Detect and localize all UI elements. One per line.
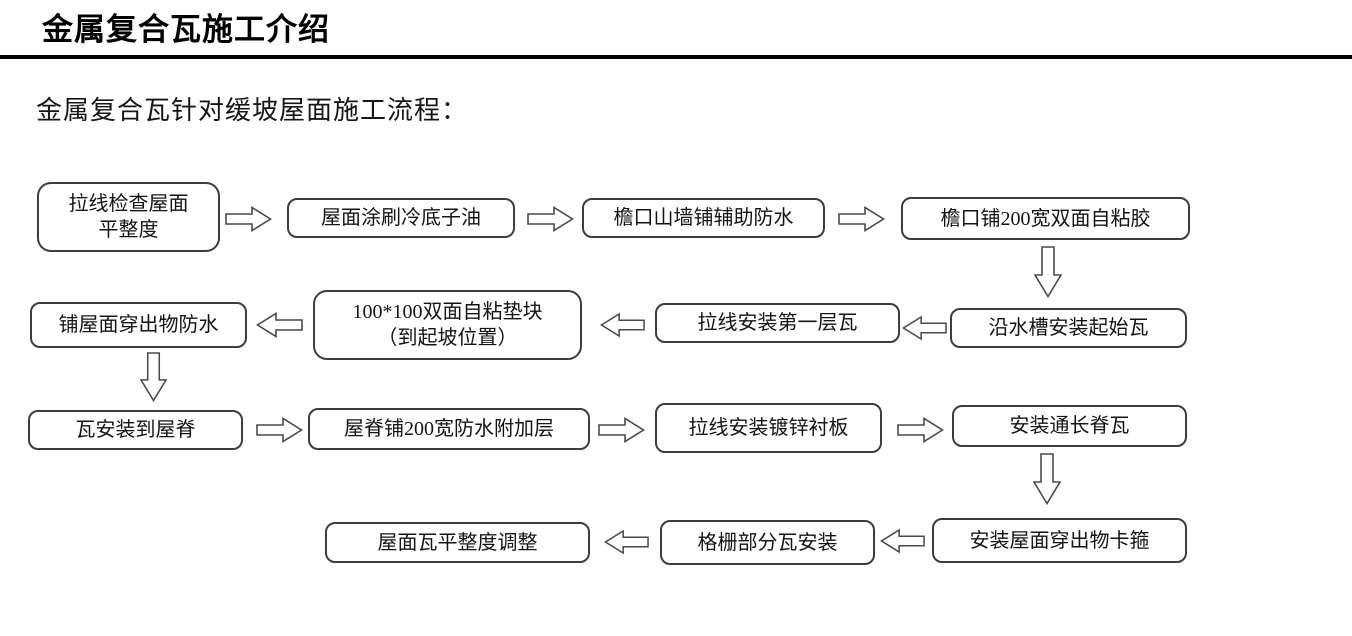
flow-subtitle: 金属复合瓦针对缓坡屋面施工流程：: [36, 96, 469, 125]
arrow-right-icon: [897, 417, 944, 443]
flow-step-grille-tile: 格栅部分瓦安装: [660, 520, 875, 565]
arrow-right-icon: [838, 206, 885, 232]
arrow-left-icon: [902, 315, 947, 341]
arrow-right-icon: [256, 417, 303, 443]
arrow-down-icon: [1033, 453, 1061, 505]
flow-step-tile-to-ridge: 瓦安装到屋脊: [28, 410, 243, 450]
flow-step-ridge-waterproof-layer: 屋脊铺200宽防水附加层: [308, 408, 590, 450]
arrow-left-icon: [256, 312, 303, 338]
flow-step-galvanized-liner: 拉线安装镀锌衬板: [655, 403, 882, 453]
arrow-down-icon: [140, 352, 167, 402]
flow-step-starter-tile: 沿水槽安装起始瓦: [950, 308, 1187, 348]
flow-step-penetration-waterproof: 铺屋面穿出物防水: [30, 302, 247, 348]
flow-step-cold-primer: 屋面涂刷冷底子油: [287, 198, 515, 238]
arrow-down-icon: [1034, 246, 1062, 298]
flow-step-penetration-clamp: 安装屋面穿出物卡箍: [932, 518, 1187, 563]
title-divider: [0, 55, 1352, 59]
arrow-right-icon: [598, 417, 645, 443]
arrow-left-icon: [600, 312, 645, 338]
arrow-left-icon: [604, 529, 649, 555]
flow-step-adhesive-pads: 100*100双面自粘垫块 （到起坡位置）: [313, 290, 582, 360]
arrow-left-icon: [880, 528, 925, 554]
flow-step-flatness-adjust: 屋面瓦平整度调整: [325, 522, 590, 563]
page-title: 金属复合瓦施工介绍: [42, 12, 330, 47]
arrow-right-icon: [225, 206, 272, 232]
flow-step-check-flatness: 拉线检查屋面 平整度: [37, 182, 220, 252]
flow-step-eave-adhesive: 檐口铺200宽双面自粘胶: [901, 197, 1190, 240]
flow-step-first-layer-tile: 拉线安装第一层瓦: [655, 303, 900, 343]
arrow-right-icon: [527, 206, 574, 232]
flow-step-eave-gable-waterproof: 檐口山墙铺辅助防水: [582, 198, 825, 238]
flow-step-ridge-tile: 安装通长脊瓦: [952, 405, 1187, 447]
